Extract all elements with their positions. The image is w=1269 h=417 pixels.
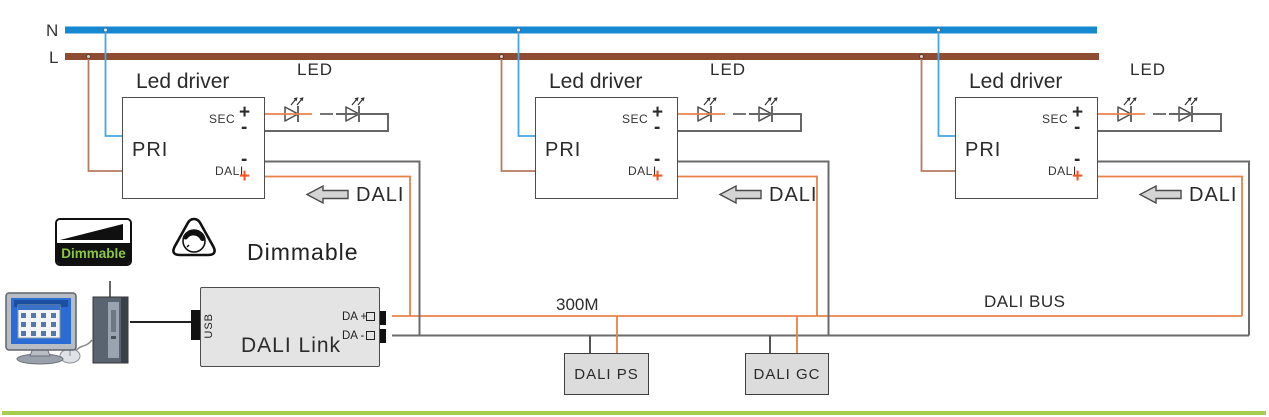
live-bus-label: L (49, 48, 59, 67)
live-drop-wire (500, 57, 535, 172)
bus-length-label: 300M (556, 295, 599, 314)
dali-bus-label: DALI BUS (984, 292, 1066, 311)
da-plus-terminal-square (366, 312, 375, 321)
dali-minus-wire (1096, 160, 1250, 336)
led-diode-icon (1117, 96, 1138, 123)
dali-ps-box: DALI PS (564, 353, 649, 395)
neutral-bus-line (65, 26, 1097, 34)
led-string-label: LED (297, 60, 334, 79)
neutral-drop-wire (104, 30, 122, 137)
footer-divider (2, 411, 1266, 415)
led-string-label: LED (710, 60, 747, 79)
led-string-label: LED (1130, 60, 1167, 79)
da-minus-terminal-square (366, 331, 375, 340)
dali-minus-wire (676, 160, 830, 336)
dali-direction-arrow-icon (718, 184, 762, 205)
led-diode-icon (697, 96, 718, 123)
dali-minus-terminal: - (654, 149, 661, 170)
led-driver-title: Led driver (136, 70, 230, 93)
dali-gc-label: DALI GC (753, 365, 821, 383)
dimmable-badge-text: Dimmable (61, 246, 126, 261)
dali-plus-wire (676, 175, 818, 316)
led-diode-icon (1178, 96, 1199, 123)
led-driver-box (955, 97, 1098, 199)
live-bus-line (65, 53, 1099, 60)
dali-direction-arrow-icon (305, 184, 349, 205)
led-driver-title: Led driver (969, 70, 1063, 93)
bus-tap-junctions (103, 27, 941, 33)
dali-arrow-label: DALI (769, 184, 818, 206)
dimmer-knob-icon (172, 217, 216, 257)
dali-arrow-label: DALI (356, 184, 405, 206)
dimmable-caption: Dimmable (247, 239, 359, 265)
dali-plus-terminal: + (1072, 166, 1084, 187)
usb-port (191, 310, 201, 340)
dali-arrow-label: DALI (1189, 184, 1238, 206)
led-diode-icon (758, 96, 779, 123)
da-minus-port (377, 329, 386, 343)
led-driver-title: Led driver (549, 70, 643, 93)
dali-label: DALI (628, 164, 657, 178)
led-diode-icon (284, 96, 305, 123)
led-driver-box (535, 97, 678, 199)
dali-link-title: DALI Link (241, 334, 342, 357)
sec-return-wire (676, 113, 802, 132)
dali-plus-wire (263, 175, 411, 316)
pri-label: PRI (132, 139, 169, 161)
pri-label: PRI (965, 139, 1002, 161)
sec-return-wire (1096, 113, 1222, 132)
neutral-drop-wire (937, 30, 955, 137)
led-driver-box (122, 97, 265, 199)
neutral-drop-wire (517, 30, 535, 137)
sec-plus-terminal: + (652, 102, 664, 123)
sec-minus-terminal: - (654, 117, 661, 138)
live-drop-wire (920, 57, 955, 172)
led-diode-icon (345, 96, 366, 123)
sec-minus-terminal: - (1074, 117, 1081, 138)
bus-tap-junctions (86, 54, 924, 59)
sec-return-wire (263, 113, 389, 132)
live-drop-wire (87, 57, 122, 172)
dali-plus-terminal: + (239, 166, 251, 187)
dali-gc-box: DALI GC (745, 353, 829, 395)
sec-minus-terminal: - (241, 117, 248, 138)
sec-label: SEC (622, 112, 649, 126)
sec-plus-terminal: + (239, 102, 251, 123)
dimmable-badge-icon: Dimmable (55, 218, 132, 266)
dali-plus-wire (1096, 175, 1243, 316)
sec-label: SEC (209, 112, 236, 126)
sec-label: SEC (1042, 112, 1069, 126)
dali-direction-arrow-icon (1138, 184, 1182, 205)
dali-minus-terminal: - (241, 149, 248, 170)
dali-label: DALI (1048, 164, 1077, 178)
da-minus-label: DA - (342, 330, 365, 342)
computer-icon (5, 292, 129, 365)
dali-minus-wire (263, 160, 421, 336)
dali-minus-terminal: - (1074, 149, 1081, 170)
sec-plus-terminal: + (1072, 102, 1084, 123)
neutral-bus-label: N (46, 21, 59, 40)
dali-link-box (200, 287, 380, 367)
usb-label: USB (202, 313, 215, 339)
dali-ps-label: DALI PS (574, 365, 639, 383)
pri-label: PRI (545, 139, 582, 161)
da-plus-port (377, 311, 386, 325)
dali-plus-terminal: + (652, 166, 664, 187)
dimming-ramp-icon (57, 220, 130, 243)
dali-label: DALI (215, 164, 244, 178)
da-plus-label: DA + (342, 311, 368, 323)
